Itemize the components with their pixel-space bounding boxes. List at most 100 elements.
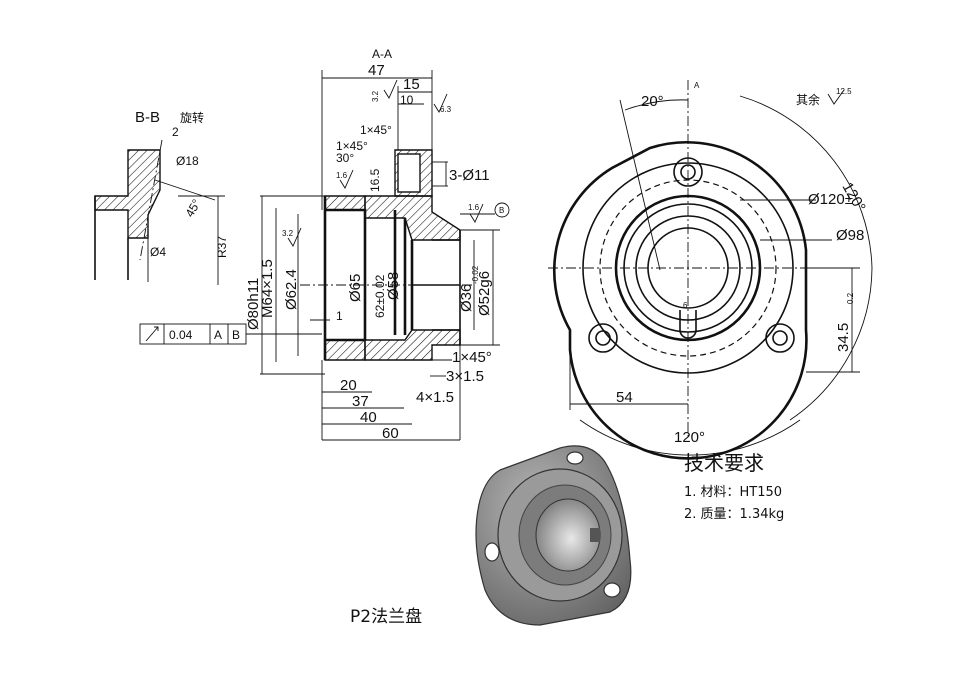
tech-req-line2: 2. 质量：1.34kg [684,507,784,522]
front-dim-d120: Ø120± [808,191,853,208]
bb-hatched-section [94,149,161,239]
aa-outline-thread [323,196,367,360]
front-circle-inner1 [623,203,753,333]
rest-roughness-icon [827,89,845,105]
aa-hatch-bottom [364,329,461,361]
front-circle-bore [647,227,729,309]
front-circle-d98 [614,194,762,342]
aa-hatch-a [324,195,366,211]
bb-dim-d4: Ø4 [150,245,166,259]
bb-dim-45: 45° [182,197,203,220]
front-keyway [679,310,697,339]
front-view: A 6 20° 120° 120° Ø120± Ø98 3 [548,80,873,460]
front-rest-label: 其余 [796,92,820,107]
section-bb-view: B-B 旋转 2 Ø18 45° Ø4 R37 [94,109,229,285]
section-bb-title: B-B [135,109,160,126]
aa-hatch-shoulder [364,195,461,241]
aa-chamfer-4: 3×1.5 [446,368,484,385]
front-angle-120b: 120° [674,429,705,446]
aa-dim-1: 1 [336,309,343,323]
section-aa-title: A-A [372,47,392,61]
aa-dim-d36: Ø36 [458,284,475,312]
aa-dim-m64: M64×1.5 [259,259,276,318]
front-dim-54: 54 [616,389,633,406]
front-ray-20 [619,99,661,271]
render-hole-left [484,542,500,562]
runout-icon [145,326,159,342]
front-dim-6: 6 [683,301,688,310]
bb-dim-2: 2 [172,125,179,139]
aa-dim-d62-4: Ø62.4 [283,269,300,310]
front-arc-20 [624,99,689,111]
aa-dim-d52: Ø52g6 [476,271,493,316]
tech-req-line1: 1. 材料：HT150 [684,485,782,500]
front-bolt-circle [599,179,777,357]
tol-datum-b: B [232,328,240,342]
aa-datum-b: B [499,206,504,215]
aa-dim-d36-tol: -0.02 [471,265,480,284]
aa-dim-d80: Ø80h11 [245,278,262,330]
bb-outline [94,196,129,280]
front-circle-d120 [582,162,794,374]
aa-dim-47: 47 [368,62,385,79]
figure-caption: P2法兰盘 [350,607,422,627]
tol-value: 0.04 [169,328,193,342]
svg-text:3.2: 3.2 [371,90,380,102]
front-circle-inner2 [635,215,741,321]
aa-chamfer-2: 1×45° [336,139,368,153]
front-angle-20: 20° [641,93,664,110]
aa-dim-d58: Ø58 [385,272,402,300]
front-arc-120 [739,95,873,421]
aa-dim-62: 62±0.02 [373,274,387,318]
aa-dim-holes: 3-Ø11 [449,167,490,184]
tol-datum-a: A [214,328,222,342]
render-keyway [590,528,600,542]
aa-datum-b-circle [494,202,510,218]
front-bolt-hole-right [765,323,795,353]
bb-dim-r37: R37 [215,236,229,258]
roughness-symbols: 3.2 6.3 1.6 3.2 1.6 [282,79,484,247]
front-label-a: A [694,81,700,90]
front-dim-d98: Ø98 [836,227,864,244]
front-bolt-hole-left-inner [595,330,611,346]
flange-3d-render [475,445,632,626]
front-bolt-hole-top-inner [680,164,696,180]
svg-text:3.2: 3.2 [282,229,294,238]
aa-dim-d65: Ø65 [347,274,364,302]
front-dim-34-tol: 0.2 [846,292,855,304]
section-bb-note: 旋转 [180,110,204,125]
aa-dim-40: 40 [360,409,377,426]
aa-dim-37: 37 [352,393,369,410]
render-hole-top [566,451,584,465]
front-rest-roughness: 12.5 [836,87,852,96]
render-hole-right [603,582,621,598]
tech-req-title: 技术要求 [684,451,764,475]
front-bolt-hole-left [588,323,618,353]
svg-text:1.6: 1.6 [468,203,480,212]
bb-centerline [139,139,163,261]
aa-outline-hub [432,230,461,345]
aa-dim-15: 15 [403,76,420,93]
aa-bolt-hole [397,153,421,193]
aa-hatch-b [324,339,366,361]
front-flange-outline [552,140,808,460]
svg-text:1.6: 1.6 [336,171,348,180]
bb-leader [154,179,216,201]
aa-chamfer-1: 1×45° [360,123,392,137]
aa-chamfer-5: 4×1.5 [416,389,454,406]
aa-angle-30: 30° [336,151,354,165]
front-bolt-hole-right-inner [772,330,788,346]
aa-dim-10: 10 [400,93,414,107]
aa-dim-60: 60 [382,425,399,442]
aa-dim-16-5: 16.5 [368,168,382,192]
aa-chamfer-3: 1×45° [452,349,492,366]
front-arc-120b [579,419,801,456]
bb-dim-d18: Ø18 [176,154,199,168]
section-aa-view: A-A 47 15 10 1×45° 1×45° 30° 16.5 3-Ø11 [245,47,510,442]
technical-requirements: 技术要求 1. 材料：HT150 2. 质量：1.34kg [684,451,784,522]
geometric-tolerance-frame: 0.04 A B [139,323,322,345]
svg-text:6.3: 6.3 [440,105,452,114]
front-dim-34-5: 34.5 [835,323,852,352]
front-bolt-hole-top [673,157,703,187]
aa-dim-20: 20 [340,377,357,394]
